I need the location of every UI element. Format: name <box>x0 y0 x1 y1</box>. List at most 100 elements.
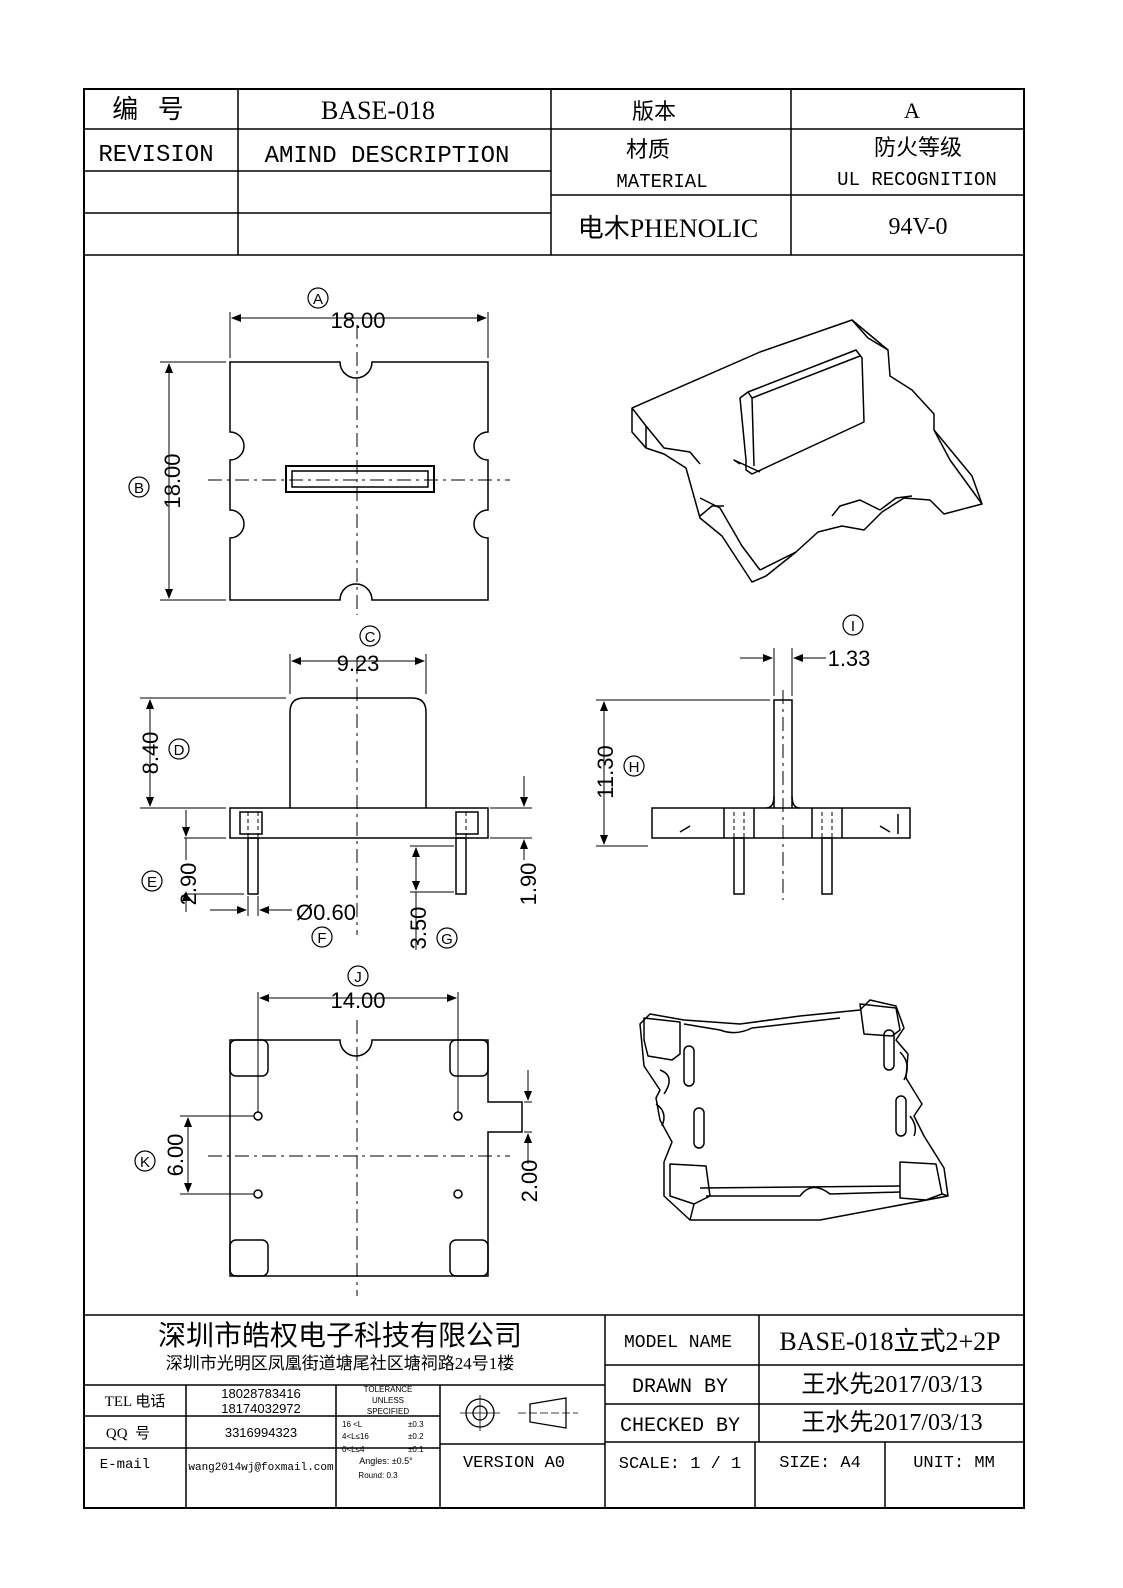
ul-label-en: UL RECOGNITION <box>837 169 997 191</box>
side-view-hidden <box>733 812 833 838</box>
checked-label: CHECKED BY <box>620 1415 740 1438</box>
balloon-g <box>436 927 458 949</box>
part-number: BASE-018 <box>321 96 435 125</box>
tolerance-line: 16 <L <box>342 1420 363 1429</box>
front-view <box>229 697 489 895</box>
top-view-centerlines <box>208 325 510 615</box>
bottom-view-centerlines <box>208 1020 510 1296</box>
dim-h-value: 11.30 <box>593 745 618 798</box>
tolerance-line: SPECIFIED <box>367 1407 409 1416</box>
dim-c-value: 9.23 <box>337 651 380 676</box>
dim-i-value: 1.33 <box>828 646 871 671</box>
balloon-k-letter: K <box>140 1154 150 1171</box>
revision-label: REVISION <box>98 142 213 169</box>
drawn-label: DRAWN BY <box>632 1376 728 1399</box>
balloon-i <box>842 614 864 636</box>
model-label: MODEL NAME <box>624 1333 732 1353</box>
tel-2: 18174032972 <box>221 1401 301 1416</box>
balloon-a <box>307 287 329 309</box>
tolerance-line: Angles: ±0.5° <box>359 1456 413 1466</box>
projection-symbol <box>460 1395 578 1431</box>
top-view <box>229 361 489 601</box>
unit-label: UNIT: MM <box>913 1454 995 1473</box>
checked-value: 王水先2017/03/13 <box>801 1409 982 1436</box>
version-value: A <box>904 98 920 123</box>
bottom-view <box>229 1039 523 1277</box>
dim-k-value: 6.00 <box>163 1134 188 1177</box>
dim-g-value: 3.50 <box>406 907 431 950</box>
dim-e <box>182 810 244 912</box>
dim-g <box>410 845 454 950</box>
version-label: 版本 <box>632 99 676 124</box>
tel-1: 18028783416 <box>221 1386 301 1401</box>
tolerance-line: Round: 0.3 <box>358 1471 398 1480</box>
sheet-border <box>83 88 1025 1509</box>
iso-view-top <box>631 319 983 583</box>
balloon-g-letter: G <box>441 931 453 948</box>
balloon-b-letter: B <box>134 480 144 497</box>
dim-b <box>160 361 226 601</box>
ul-label-cn: 防火等级 <box>874 135 962 160</box>
balloon-j <box>347 965 369 987</box>
balloon-c <box>359 625 381 647</box>
balloon-i-letter: I <box>851 618 855 635</box>
dim-d-value: 8.40 <box>138 732 163 775</box>
ul-value: 94V-0 <box>888 214 947 240</box>
balloon-d-letter: D <box>174 742 185 759</box>
model-value: BASE-018立式2+2P <box>779 1327 1000 1356</box>
bianhao-label: 编 号 <box>112 95 184 124</box>
dim-b-value: 18.00 <box>160 453 185 508</box>
amend-label: AMIND DESCRIPTION <box>265 143 510 170</box>
tolerance-line: 0<L≤4 <box>342 1445 365 1454</box>
balloon-h <box>623 755 645 777</box>
dim-k <box>180 1115 254 1195</box>
front-view-pin-hidden <box>247 812 467 838</box>
dim-slot <box>524 1070 532 1164</box>
balloon-c-letter: C <box>365 629 376 646</box>
balloon-b <box>128 476 150 498</box>
email-label: E-mail <box>100 1457 150 1473</box>
dim-slot-value: 2.00 <box>517 1160 542 1203</box>
qq-number: 3316994323 <box>225 1425 297 1440</box>
company-address: 深圳市光明区凤凰街道塘尾社区塘祠路24号1楼 <box>166 1354 515 1373</box>
dim-f <box>210 896 292 916</box>
tolerance-line: UNLESS <box>372 1396 404 1405</box>
drawn-value: 王水先2017/03/13 <box>801 1371 982 1398</box>
version-stamp: VERSION A0 <box>463 1454 565 1473</box>
dim-i <box>740 648 826 696</box>
footer-table <box>84 1314 1024 1508</box>
company-name: 深圳市皓权电子科技有限公司 <box>158 1320 522 1352</box>
material-label-cn: 材质 <box>626 137 670 162</box>
dim-e-value: 2.90 <box>176 863 201 906</box>
balloon-e <box>141 870 163 892</box>
tolerance-line: ±0.2 <box>408 1432 424 1441</box>
dim-pin-length-value: 1.90 <box>516 863 541 906</box>
dim-a <box>229 312 489 358</box>
balloon-f-letter: F <box>317 930 326 947</box>
header-table <box>84 89 1024 256</box>
balloon-a-letter: A <box>313 291 323 308</box>
qq-label: QQ 号 <box>106 1426 150 1442</box>
side-view <box>651 699 911 895</box>
scale-label: SCALE: 1 / 1 <box>619 1455 741 1474</box>
balloon-f <box>311 926 333 948</box>
material-label-en: MATERIAL <box>616 171 707 193</box>
tolerance-line: TOLERANCE <box>364 1385 413 1394</box>
dim-f-value: Ø0.60 <box>296 900 356 925</box>
balloon-d <box>168 738 190 760</box>
dim-j <box>257 992 459 1112</box>
tolerance-block: TOLERANCE UNLESS SPECIFIED 16 <L ±0.3 4<… <box>342 1385 424 1480</box>
iso-view-bottom <box>639 999 949 1221</box>
balloon-h-letter: H <box>629 759 640 776</box>
balloon-e-letter: E <box>147 874 157 891</box>
material-value: 电木PHENOLIC <box>578 214 759 243</box>
dim-a-value: 18.00 <box>330 308 385 333</box>
dim-h <box>596 699 770 847</box>
tolerance-line: ±0.3 <box>408 1420 424 1429</box>
email-address: wang2014wj@foxmail.com <box>188 1462 334 1474</box>
tolerance-line: ±0.1 <box>408 1445 424 1454</box>
dim-d <box>140 697 286 809</box>
tel-label: TEL 电话 <box>105 1393 166 1410</box>
balloon-j-letter: J <box>354 969 362 986</box>
